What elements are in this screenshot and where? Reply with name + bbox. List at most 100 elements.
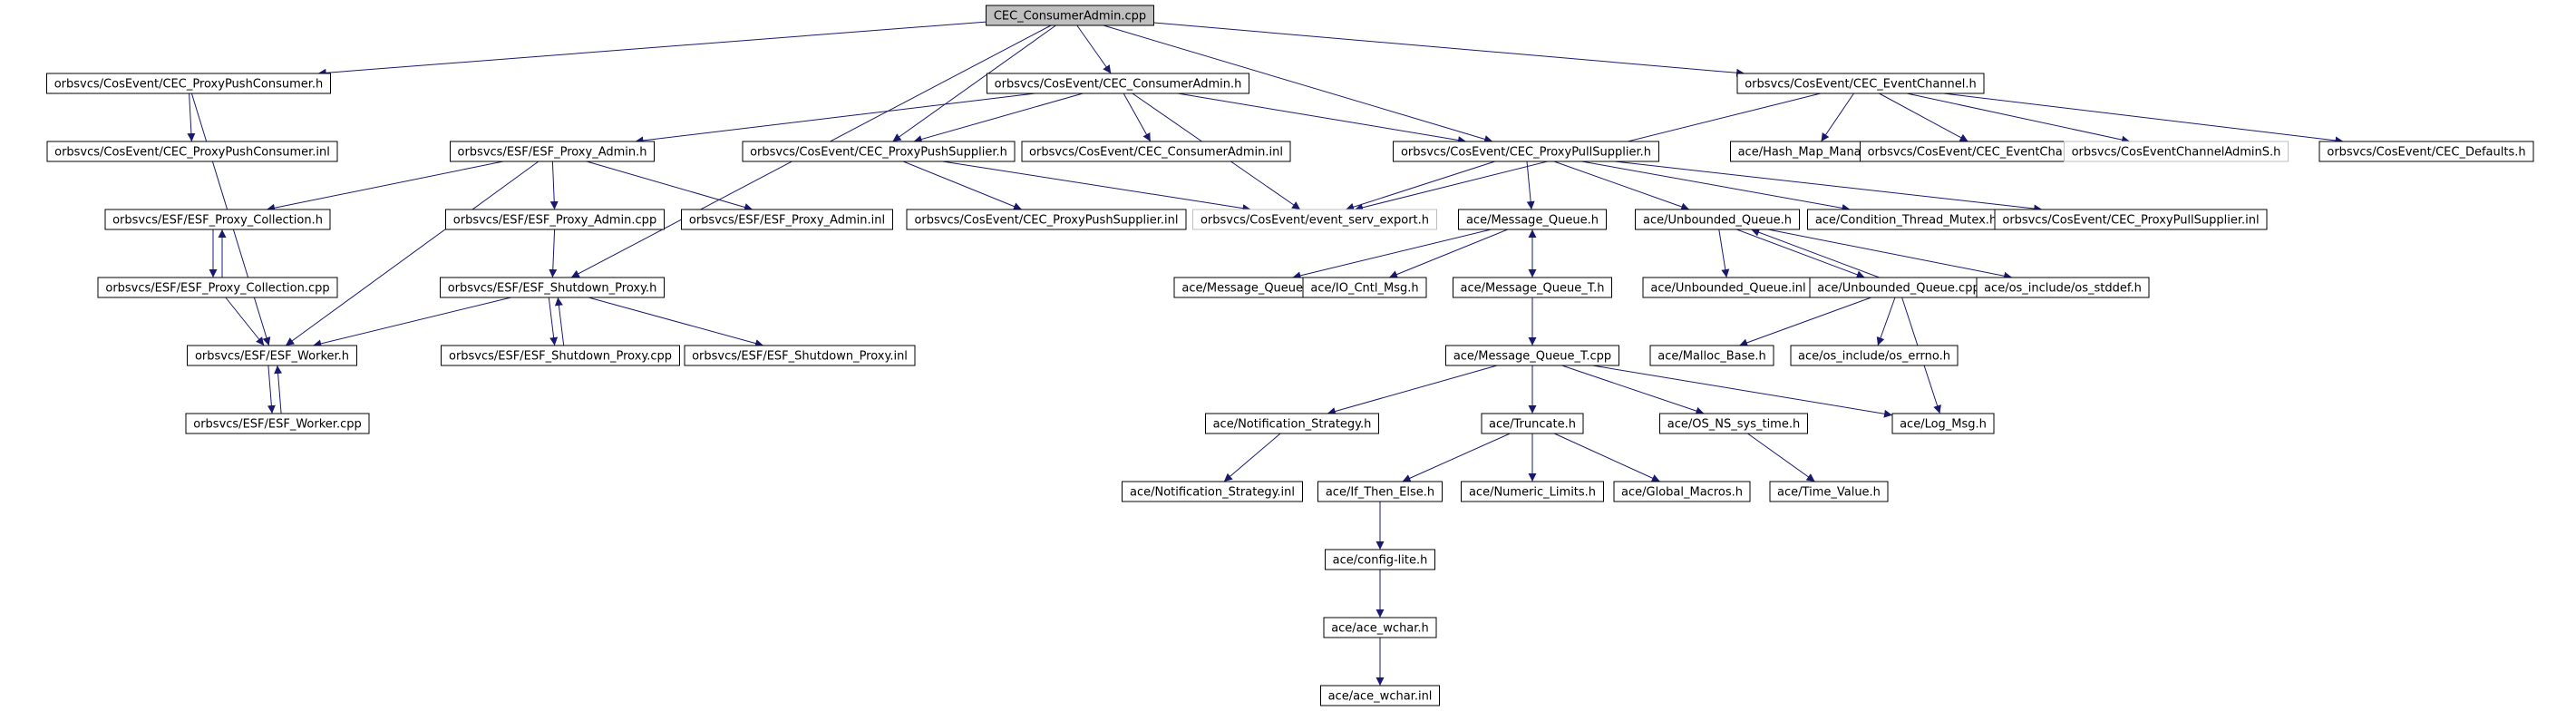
node-worker-h[interactable]: orbsvcs/ESF/ESF_Worker.h (187, 345, 357, 366)
node-notifstrat-h[interactable]: ace/Notification_Strategy.h (1205, 413, 1379, 434)
edge-unbqueue-h-to-osstddef-h (1767, 229, 2013, 280)
file-nodes: CEC_ConsumerAdmin.cpp orbsvcs/CosEvent/CE… (46, 5, 2534, 706)
node-box (1453, 277, 1612, 298)
node-consadmin-h[interactable]: orbsvcs/CosEvent/CEC_ConsumerAdmin.h (987, 73, 1249, 94)
node-configlite-h[interactable]: ace/config-lite.h (1325, 549, 1435, 570)
edge-evchan-h-to-evchanadmins-h (1906, 93, 2131, 144)
node-defaults-h[interactable]: orbsvcs/CosEvent/CEC_Defaults.h (2318, 141, 2534, 162)
node-shutdown-inl[interactable]: orbsvcs/ESF/ESF_Shutdown_Proxy.inl (684, 345, 916, 366)
node-label: ace/IO_Cntl_Msg.h (1310, 282, 1418, 296)
node-globalmacros-h[interactable]: ace/Global_Macros.h (1613, 481, 1751, 502)
node-label: ace/Hash_Map_Manager.h (1738, 146, 1891, 160)
node-box (1317, 481, 1443, 502)
node-unbqueue-inl[interactable]: ace/Unbounded_Queue.inl (1642, 277, 1814, 298)
node-label: orbsvcs/CosEvent/event_serv_export.h (1201, 214, 1429, 228)
node-shutdown-h[interactable]: orbsvcs/ESF/ESF_Shutdown_Proxy.h (440, 277, 665, 298)
node-pushcons-inl[interactable]: orbsvcs/CosEvent/CEC_ProxyPushConsumer.i… (46, 141, 338, 162)
node-box (1445, 345, 1619, 366)
node-numlimits-h[interactable]: ace/Numeric_Limits.h (1461, 481, 1604, 502)
node-shutdown-cpp[interactable]: orbsvcs/ESF/ESF_Shutdown_Proxy.cpp (441, 345, 680, 366)
edge-worker-cpp-to-worker-h (274, 365, 283, 414)
node-proxyadmin-inl[interactable]: orbsvcs/ESF/ESF_Proxy_Admin.inl (681, 209, 893, 230)
node-proxyadmin-cpp[interactable]: orbsvcs/ESF/ESF_Proxy_Admin.cpp (445, 209, 665, 230)
edge-proxyadmin-cpp-to-shutdown-h (549, 229, 558, 278)
node-truncate-h[interactable]: ace/Truncate.h (1481, 413, 1584, 434)
node-hashmap-h[interactable]: ace/Hash_Map_Manager.h (1730, 141, 1899, 162)
edge-shutdown-h-to-shutdown-inl (588, 297, 764, 347)
node-osstddef-h[interactable]: ace/os_include/os_stddef.h (1976, 277, 2150, 298)
node-box (450, 141, 655, 162)
node-label: orbsvcs/ESF/ESF_Proxy_Collection.cpp (105, 282, 329, 296)
node-proxyadmin-h[interactable]: orbsvcs/ESF/ESF_Proxy_Admin.h (450, 141, 655, 162)
node-notifstrat-inl[interactable]: ace/Notification_Strategy.inl (1122, 481, 1303, 502)
node-unbqueue-cpp[interactable]: ace/Unbounded_Queue.cpp (1809, 277, 1988, 298)
node-box (1976, 277, 2150, 298)
node-msgqueue-inl[interactable]: ace/Message_Queue.inl (1173, 277, 1329, 298)
node-label: ace/Unbounded_Queue.h (1643, 214, 1792, 228)
node-msgqueuet-h[interactable]: ace/Message_Queue_T.h (1453, 277, 1612, 298)
node-label: orbsvcs/CosEvent/CEC_ProxyPullSupplier.i… (2002, 214, 2259, 228)
node-pullsup-h[interactable]: orbsvcs/CosEvent/CEC_ProxyPullSupplier.h (1393, 141, 1659, 162)
edge-evchan-h-to-defaults-h (1943, 93, 2344, 145)
node-iocntl-h[interactable]: ace/IO_Cntl_Msg.h (1302, 277, 1427, 298)
node-consadmin-inl[interactable]: orbsvcs/CosEvent/CEC_ConsumerAdmin.inl (1021, 141, 1291, 162)
node-box (1021, 141, 1291, 162)
node-box (742, 141, 1016, 162)
node-proxycoll-h[interactable]: orbsvcs/ESF/ESF_Proxy_Collection.h (104, 209, 331, 230)
edge-worker-h-to-worker-cpp (267, 365, 276, 414)
edge-notifstrat-h-to-notifstrat-inl (1223, 433, 1281, 482)
node-label: ace/os_include/os_errno.h (1798, 350, 1950, 364)
node-label: orbsvcs/CosEvent/CEC_EventChannel.h (1745, 78, 1977, 92)
node-evchan-inl[interactable]: orbsvcs/CosEvent/CEC_EventChannel.inl (1860, 141, 2114, 162)
node-msgqueuet-cpp[interactable]: ace/Message_Queue_T.cpp (1445, 345, 1619, 366)
node-box (1205, 413, 1379, 434)
node-label: ace/Truncate.h (1489, 418, 1576, 432)
edge-msgqueuet-cpp-to-osnstime-h (1561, 365, 1705, 415)
node-logmsg-h[interactable]: ace/Log_Msg.h (1891, 413, 1995, 434)
node-label: ace/OS_NS_sys_time.h (1667, 418, 1800, 432)
node-box (1323, 617, 1437, 638)
edge-truncate-h-to-globalmacros-h (1553, 433, 1661, 482)
node-pushsup-h[interactable]: orbsvcs/CosEvent/CEC_ProxyPushSupplier.h (742, 141, 1016, 162)
edge-root-to-evchan-h (1153, 22, 1745, 77)
edge-proxyadmin-h-to-proxyadmin-cpp (549, 161, 559, 210)
node-label: orbsvcs/ESF/ESF_Proxy_Admin.cpp (453, 214, 656, 228)
edge-truncate-h-to-ifthenelse-h (1402, 433, 1511, 482)
node-oserrno-h[interactable]: ace/os_include/os_errno.h (1790, 345, 1959, 366)
node-box (2064, 141, 2289, 162)
node-acewchar-h[interactable]: ace/ace_wchar.h (1323, 617, 1437, 638)
node-timevalue-h[interactable]: ace/Time_Value.h (1769, 481, 1889, 502)
node-proxycoll-cpp[interactable]: orbsvcs/ESF/ESF_Proxy_Collection.cpp (97, 277, 338, 298)
node-ifthenelse-h[interactable]: ace/If_Then_Else.h (1317, 481, 1443, 502)
node-pushsup-inl[interactable]: orbsvcs/CosEvent/CEC_ProxyPushSupplier.i… (906, 209, 1187, 230)
node-box (97, 277, 338, 298)
node-pullsup-inl[interactable]: orbsvcs/CosEvent/CEC_ProxyPullSupplier.i… (1994, 209, 2268, 230)
node-box (2318, 141, 2534, 162)
node-condmutex-h[interactable]: ace/Condition_Thread_Mutex.h (1807, 209, 2005, 230)
node-root[interactable]: CEC_ConsumerAdmin.cpp (986, 5, 1154, 26)
node-label: CEC_ConsumerAdmin.cpp (994, 10, 1146, 24)
node-box (1649, 345, 1774, 366)
node-box (1393, 141, 1659, 162)
node-pushcons-h[interactable]: orbsvcs/CosEvent/CEC_ProxyPushConsumer.h (46, 73, 331, 94)
edge-proxyadmin-h-to-worker-h (285, 161, 540, 346)
node-box (441, 345, 680, 366)
node-unbqueue-h[interactable]: ace/Unbounded_Queue.h (1635, 209, 1800, 230)
node-osnstime-h[interactable]: ace/OS_NS_sys_time.h (1659, 413, 1808, 434)
node-acewchar-inl[interactable]: ace/ace_wchar.inl (1320, 685, 1440, 706)
node-mallocbase-h[interactable]: ace/Malloc_Base.h (1649, 345, 1774, 366)
node-label: ace/Message_Queue.h (1466, 214, 1599, 228)
node-label: ace/Log_Msg.h (1900, 418, 1987, 432)
node-msgqueue-h[interactable]: ace/Message_Queue.h (1458, 209, 1607, 230)
node-label: ace/ace_wchar.inl (1328, 690, 1433, 704)
edge-root-to-consadmin-h (1076, 24, 1112, 74)
node-worker-cpp[interactable]: orbsvcs/ESF/ESF_Worker.cpp (185, 413, 370, 434)
node-evchan-h[interactable]: orbsvcs/CosEvent/CEC_EventChannel.h (1736, 73, 1985, 94)
node-label: orbsvcs/CosEvent/CEC_ProxyPushSupplier.h (750, 146, 1007, 160)
node-label: orbsvcs/CosEvent/CEC_ProxyPullSupplier.h (1401, 146, 1651, 160)
node-label: ace/Message_Queue.inl (1181, 282, 1320, 296)
edge-shutdown-cpp-to-shutdown-h (554, 297, 565, 346)
node-label: ace/Global_Macros.h (1621, 486, 1743, 500)
node-label: orbsvcs/ESF/ESF_Shutdown_Proxy.h (448, 282, 657, 296)
edge-pullsup-h-to-evservexport-h (1346, 161, 1495, 211)
